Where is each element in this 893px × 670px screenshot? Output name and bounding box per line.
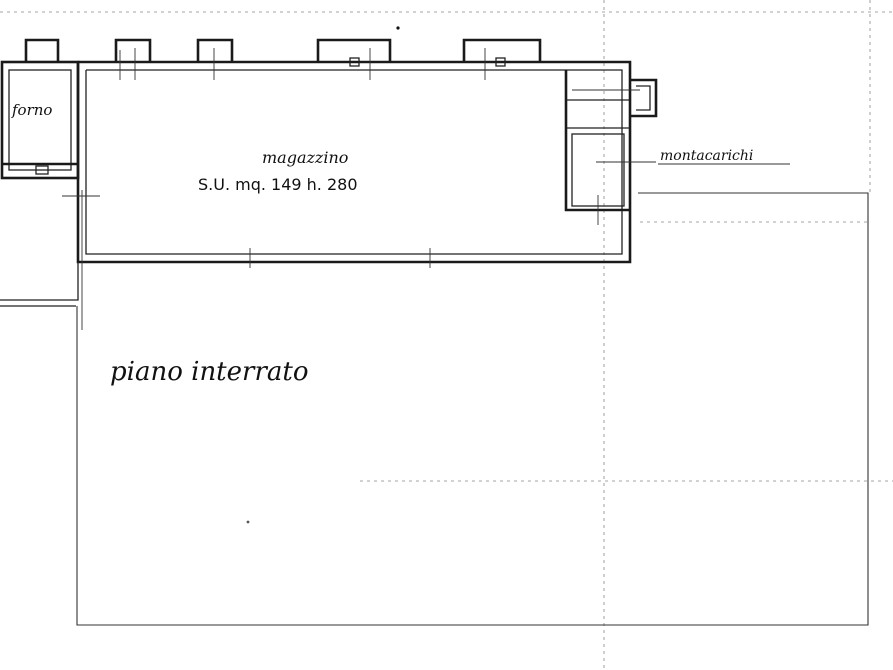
outer-walls — [0, 192, 869, 626]
label-montacarichi: montacarichi — [660, 148, 753, 164]
label-magazzino: magazzino — [262, 148, 348, 167]
dimension-ticks — [62, 48, 640, 330]
room-forno-walls — [0, 60, 80, 180]
reference-dot — [246, 520, 250, 524]
label-piano-interrato: piano interrato — [110, 357, 308, 387]
room-magazzino-walls — [24, 38, 658, 264]
label-area-note: S.U. mq. 149 h. 280 — [198, 175, 358, 194]
reference-dot — [396, 26, 400, 30]
label-forno: forno — [11, 101, 52, 119]
